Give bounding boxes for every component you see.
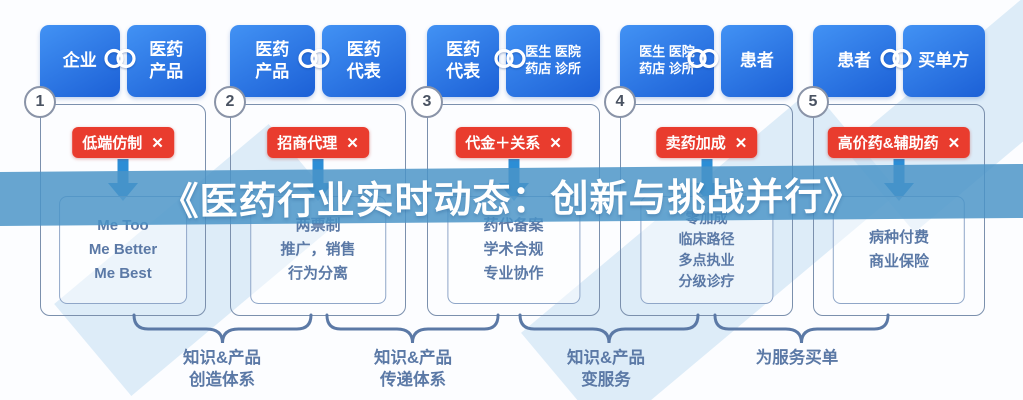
underbrace (713, 312, 890, 348)
step-number-circle: 5 (797, 86, 829, 118)
chain-link-icon (295, 47, 333, 76)
brace-label: 为服务买单 (755, 349, 839, 367)
step-number-circle: 1 (24, 86, 56, 118)
entity-box-right: 医生 医院 药店 诊所 (506, 25, 600, 97)
chain-link-icon (101, 47, 139, 76)
cross-icon: ✕ (151, 134, 164, 152)
entity-pair: 医药 产品 医药 代表 (230, 25, 406, 97)
entity-pair: 医生 医院 药店 诊所 患者 (620, 25, 793, 97)
old-model-label: 招商代理 (277, 135, 338, 152)
entity-pair: 医药 代表 医生 医院 药店 诊所 (427, 25, 600, 97)
entity-box-left: 医生 医院 药店 诊所 (620, 25, 714, 97)
entity-pair: 企业 医药 产品 (40, 25, 206, 97)
step-number-circle: 4 (604, 86, 636, 118)
entity-box-right: 医药 代表 (321, 25, 406, 97)
brace-label: 知识&产品 传递体系 (374, 349, 452, 390)
underbrace (325, 312, 500, 348)
old-model-badge: 卖药加成 ✕ (655, 127, 758, 158)
cross-icon: ✕ (947, 134, 961, 152)
brace-label: 知识&产品 创造体系 (183, 349, 261, 390)
old-model-badge: 高价药&辅助药 ✕ (827, 127, 971, 158)
chain-link-icon (684, 47, 722, 76)
old-model-label: 低端仿制 (82, 135, 143, 152)
entity-box-right: 买单方 (902, 25, 985, 97)
old-model-badge: 招商代理 ✕ (267, 127, 369, 158)
title-band: 《医药行业实时动态：创新与挑战并行》 (0, 163, 1023, 227)
entity-pair: 患者 买单方 (813, 25, 985, 97)
old-model-badge: 代金＋关系 ✕ (455, 127, 572, 158)
old-model-label: 代金＋关系 (465, 135, 541, 152)
entity-box-right: 医药 产品 (126, 25, 206, 97)
old-model-label: 高价药&辅助药 (837, 135, 939, 152)
chain-link-icon (877, 47, 915, 76)
step-number-circle: 3 (411, 86, 443, 118)
old-model-label: 卖药加成 (665, 135, 726, 152)
underbrace (132, 312, 313, 348)
brace-label: 知识&产品 变服务 (567, 349, 645, 390)
entity-box-right: 患者 (720, 25, 793, 97)
step-number-circle: 2 (214, 86, 246, 118)
cross-icon: ✕ (346, 134, 359, 152)
chain-link-column-4: 医生 医院 药店 诊所 患者 4 卖药加成 ✕ 零加成 临床路径 多点执业 分级… (604, 0, 793, 400)
old-model-badge: 低端仿制 ✕ (72, 127, 174, 158)
chain-link-icon (491, 47, 529, 76)
underbrace (518, 312, 700, 348)
cross-icon: ✕ (549, 134, 562, 152)
page-title: 《医药行业实时动态：创新与挑战并行》 (160, 175, 863, 224)
cross-icon: ✕ (734, 134, 748, 152)
entity-box-left: 医药 代表 (427, 25, 500, 97)
chain-link-column-5: 患者 买单方 5 高价药&辅助药 ✕ 病种付费 商业保险 (797, 0, 985, 400)
